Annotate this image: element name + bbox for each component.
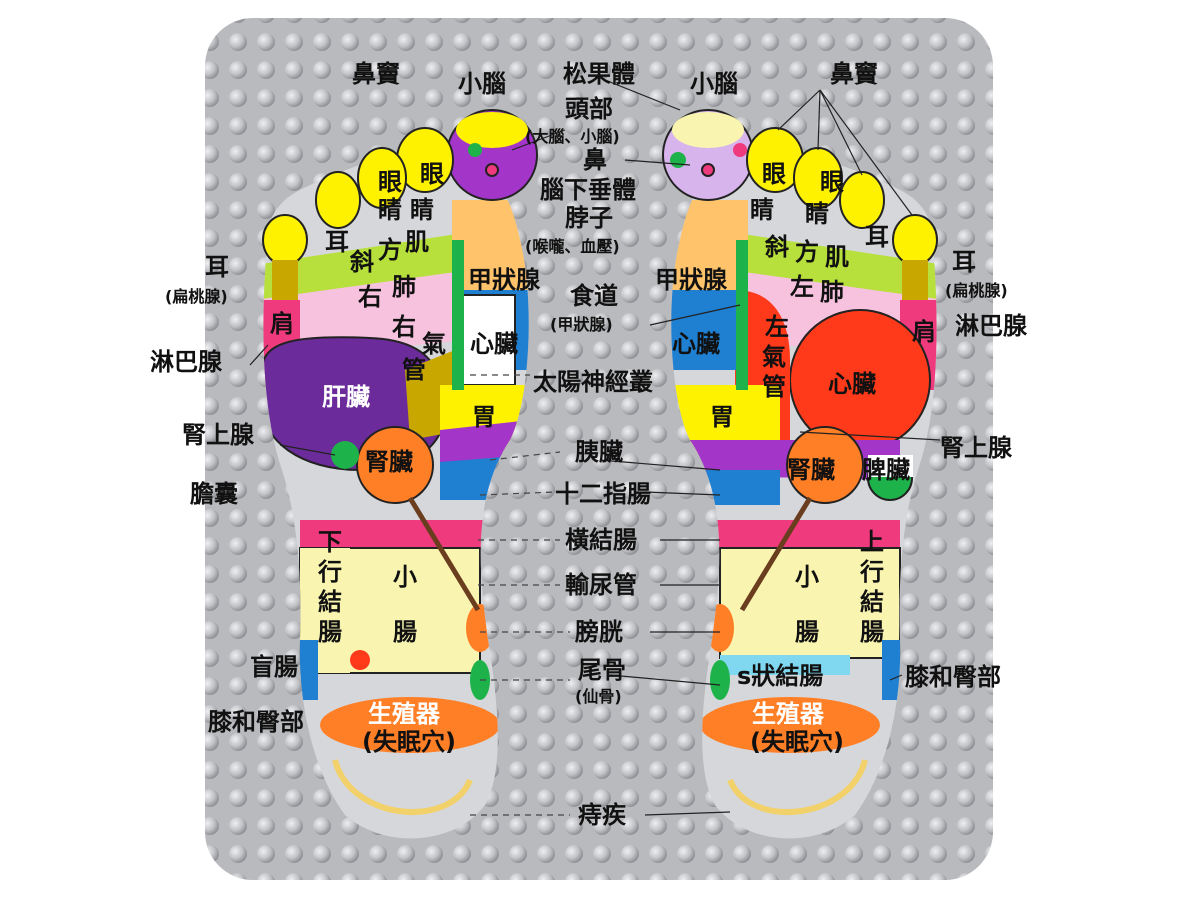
label-trapezius-left-1: 斜	[349, 248, 374, 276]
label-coccyx: 尾骨	[578, 656, 626, 684]
label-spleen: 脾臟	[862, 456, 910, 484]
label-shoulder-right: 肩	[912, 318, 936, 346]
label-thyroid-left: 甲狀腺	[468, 266, 541, 294]
label-small-intestine-left-1: 小	[393, 563, 417, 591]
label-esophagus-sub: (甲狀腺)	[550, 315, 613, 334]
label-eye-right-b-2: 睛	[805, 200, 829, 228]
right-foot	[662, 109, 938, 839]
label-coccyx-sub: (仙骨)	[575, 687, 622, 706]
label-trapezius-right-2: 方	[795, 238, 819, 266]
label-left-lung-2: 肺	[820, 278, 844, 306]
label-descending-colon-1: 下	[318, 528, 342, 556]
label-genitals-left-sub: (失眠穴)	[362, 728, 456, 756]
label-cerebellum-right: 小腦	[690, 70, 738, 98]
label-trapezius-right-3: 肌	[825, 243, 849, 271]
label-small-intestine-left-2: 腸	[393, 618, 417, 646]
label-knee-right: 膝和臀部	[905, 663, 1001, 691]
label-right-lung-2: 肺	[392, 273, 416, 301]
label-neck-sub: (喉嚨、血壓)	[525, 237, 620, 256]
label-kidney-right: 腎臟	[787, 456, 835, 484]
label-pancreas: 胰臟	[575, 438, 623, 466]
label-eye-right-a-1: 眼	[762, 160, 786, 188]
label-stomach-left: 胃	[472, 403, 496, 431]
label-pituitary: 腦下垂體	[540, 176, 636, 204]
label-hemorrhoids: 痔疾	[578, 801, 626, 829]
label-ear-right-sub: (扁桃腺)	[945, 281, 1008, 300]
label-genitals-right-sub: (失眠穴)	[750, 728, 844, 756]
label-eye-left-a-2: 睛	[378, 196, 402, 224]
label-descending-colon-2: 行	[317, 558, 342, 586]
kidney-left-shape	[356, 426, 434, 504]
label-genitals-right: 生殖器	[752, 700, 825, 728]
label-esophagus: 食道	[570, 282, 618, 310]
label-sinus-left: 鼻竇	[352, 60, 400, 88]
label-bladder: 膀胱	[574, 618, 623, 646]
label-eye-right-a-2: 睛	[750, 196, 774, 224]
label-ureter: 輸尿管	[565, 571, 637, 599]
label-left-trachea-2: 氣	[762, 343, 786, 371]
label-ear-left-sub: (扁桃腺)	[165, 287, 228, 306]
label-heart-center: 心臟	[672, 330, 720, 358]
label-small-intestine-right-1: 小	[795, 563, 819, 591]
label-head: 頭部	[565, 95, 613, 123]
label-ascending-colon-1: 上	[860, 528, 884, 556]
label-heart-right: 心臟	[828, 370, 876, 398]
label-head-sub: (大腦、小腦)	[525, 127, 620, 146]
label-eye-right-b-1: 眼	[820, 168, 844, 196]
label-knee-left: 膝和臀部	[208, 708, 304, 736]
label-cerebellum-left: 小腦	[458, 70, 506, 98]
label-stomach-right: 胃	[710, 403, 734, 431]
label-ascending-colon-4: 腸	[860, 618, 884, 646]
label-adrenal-left: 腎上腺	[182, 421, 255, 449]
label-duodenum: 十二指腸	[555, 480, 651, 508]
label-pineal: 松果體	[563, 60, 635, 88]
label-lymph-left: 淋巴腺	[150, 348, 223, 376]
label-solar-plexus: 太陽神經叢	[533, 368, 653, 396]
leader-lines	[249, 79, 941, 816]
label-liver: 肝臟	[322, 383, 370, 411]
label-shoulder-left: 肩	[270, 310, 294, 338]
label-eye-left-b-2: 睛	[410, 196, 434, 224]
label-ear-toe-left: 耳	[325, 228, 349, 256]
label-nose: 鼻	[583, 146, 607, 174]
label-ascending-colon-2: 行	[859, 558, 884, 586]
label-adrenal-right: 腎上腺	[940, 434, 1013, 462]
left-foot	[262, 109, 538, 839]
label-sigmoid-colon: s狀結腸	[737, 662, 823, 690]
label-sinus-right: 鼻竇	[830, 60, 878, 88]
label-trapezius-right-1: 斜	[764, 233, 789, 261]
label-trapezius-left-3: 肌	[405, 228, 429, 256]
label-left-lung-1: 左	[790, 273, 814, 301]
label-left-trachea-1: 左	[765, 313, 789, 341]
label-right-trachea-2: 氣	[422, 330, 446, 358]
label-ear-right: 耳	[952, 248, 976, 276]
label-gallbladder: 膽囊	[190, 480, 238, 508]
label-genitals-left: 生殖器	[368, 700, 441, 728]
label-eye-left-a-1: 眼	[378, 168, 402, 196]
label-eye-left-b-1: 眼	[420, 160, 444, 188]
label-ascending-colon-3: 結	[860, 588, 884, 616]
label-lymph-right: 淋巴腺	[955, 312, 1028, 340]
label-right-trachea-1: 右	[392, 313, 416, 341]
label-right-trachea-3: 管	[402, 356, 426, 384]
label-neck: 脖子	[564, 204, 613, 232]
label-trapezius-left-2: 方	[378, 236, 402, 264]
label-kidney-left: 腎臟	[365, 448, 413, 476]
label-thyroid-right: 甲狀腺	[655, 266, 728, 294]
label-heart-left: 心臟	[470, 330, 518, 358]
label-descending-colon-4: 腸	[318, 618, 342, 646]
label-transverse-colon: 橫結腸	[565, 526, 637, 554]
label-ear-left: 耳	[205, 253, 229, 281]
label-left-trachea-3: 管	[762, 373, 786, 401]
label-appendix: 盲腸	[250, 653, 298, 681]
label-small-intestine-right-2: 腸	[795, 618, 819, 646]
label-descending-colon-3: 結	[318, 588, 342, 616]
label-right-lung-1: 右	[358, 283, 382, 311]
label-ear-toe-right: 耳	[865, 223, 889, 251]
labels: 鼻竇 小腦 松果體 小腦 鼻竇 頭部 (大腦、小腦) 鼻 腦下垂體 脖子 (喉嚨…	[150, 60, 1028, 829]
